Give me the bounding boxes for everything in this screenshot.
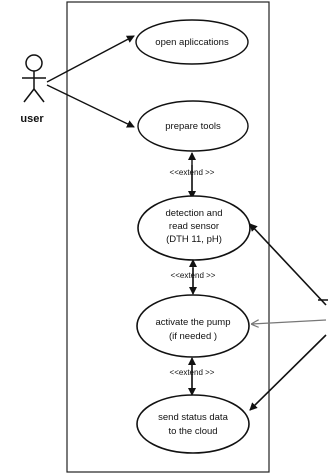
use-case-detection-line-2: read sensor <box>169 221 219 232</box>
association-right-send-status <box>249 334 327 411</box>
extend-label-3: <<extend >> <box>170 368 215 377</box>
actor-head-icon <box>25 54 43 72</box>
actor-leg-right-icon <box>33 88 45 103</box>
extend-relation-1: <<extend >> <box>170 152 215 199</box>
association-right-activate-pump <box>252 319 327 324</box>
use-case-activate-pump-line-2: (if needed ) <box>169 331 217 342</box>
use-case-detection-line-3: (DTH 11, pH) <box>166 234 222 245</box>
actor-leg-left-icon <box>23 88 35 103</box>
system-boundary <box>66 1 270 473</box>
use-case-prepare-tools-label: prepare tools <box>165 121 221 132</box>
use-case-detection-line-1: detection and <box>165 208 222 219</box>
extend-label-2: <<extend >> <box>171 271 216 280</box>
use-case-send-status-line-1: send status data <box>158 412 228 423</box>
use-case-send-status[interactable]: send status data to the cloud <box>136 394 250 454</box>
extend-label-1: <<extend >> <box>170 168 215 177</box>
use-case-open-applications[interactable]: open apliccations <box>135 19 249 65</box>
association-right-detection <box>249 223 327 306</box>
extend-relation-3: <<extend >> <box>170 357 215 396</box>
use-case-activate-pump-line-1: activate the pump <box>156 317 231 328</box>
actor-label: user <box>20 113 44 125</box>
association-prepare-tools <box>46 84 135 128</box>
association-open-applications <box>46 35 135 83</box>
use-case-prepare-tools[interactable]: prepare tools <box>137 100 249 152</box>
use-case-open-applications-label: open apliccations <box>155 37 229 48</box>
use-case-activate-pump[interactable]: activate the pump (if needed ) <box>136 294 250 358</box>
use-case-detection[interactable]: detection and read sensor (DTH 11, pH) <box>137 195 251 261</box>
use-case-send-status-line-2: to the cloud <box>168 426 217 437</box>
extend-relation-2: <<extend >> <box>171 259 216 295</box>
actor-user[interactable]: user <box>20 54 46 125</box>
